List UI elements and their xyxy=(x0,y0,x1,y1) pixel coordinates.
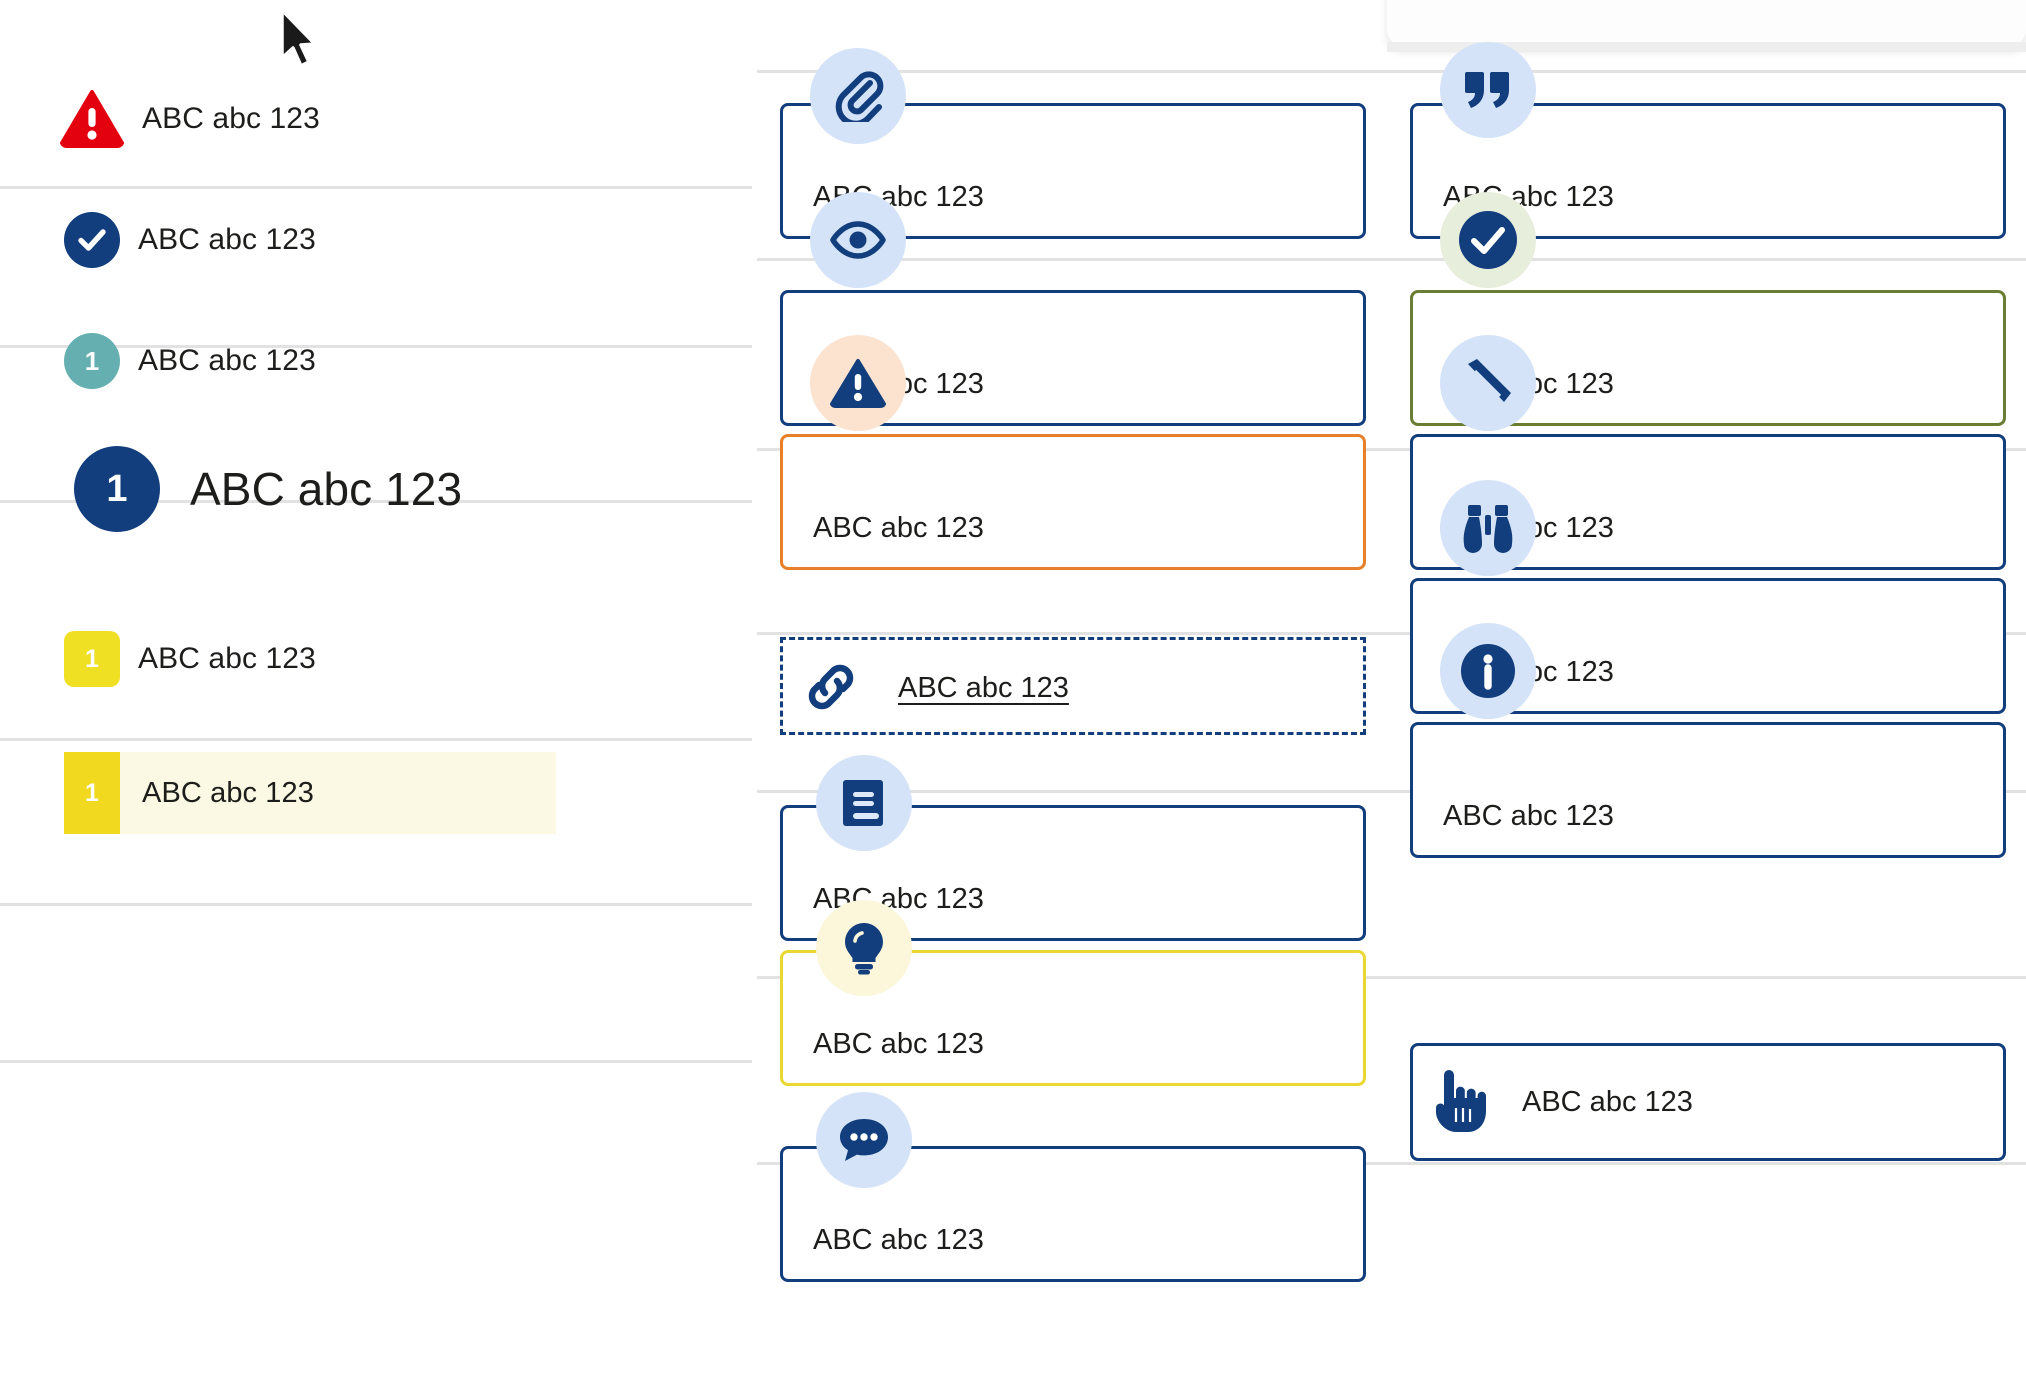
warning-triangle-icon xyxy=(60,90,124,148)
top-panel-strip xyxy=(1387,42,2026,52)
divider-left-4 xyxy=(0,738,752,741)
card-link[interactable] xyxy=(780,637,1366,735)
card-warning[interactable]: ABC abc 123 xyxy=(780,434,1366,570)
pointing-hand-icon xyxy=(1432,1068,1486,1139)
number-badge-icon: 1 xyxy=(64,333,120,389)
number-badge-text: 1 xyxy=(84,345,100,376)
list-item[interactable]: 1 ABC abc 123 xyxy=(0,618,755,700)
book-icon xyxy=(816,755,912,851)
card-info[interactable]: ABC abc 123 xyxy=(1410,722,2006,858)
number-badge-text: 1 xyxy=(106,467,128,510)
divider-left-2 xyxy=(0,345,752,348)
card-link-label[interactable]: ABC abc 123 xyxy=(898,672,1069,704)
number-badge-icon: 1 xyxy=(74,446,160,532)
divider-left-6 xyxy=(0,1060,752,1063)
divider-left-1 xyxy=(0,186,752,189)
list-item[interactable]: ABC abc 123 xyxy=(0,199,755,281)
divider-cards-7 xyxy=(757,1162,2026,1165)
divider-cards-6 xyxy=(757,976,2026,979)
list-item-featured[interactable]: 1 ABC abc 123 xyxy=(0,434,755,544)
number-badge-icon: 1 xyxy=(64,631,120,687)
divider-left-3 xyxy=(0,500,752,503)
eye-icon xyxy=(810,192,906,288)
list-item-label: ABC abc 123 xyxy=(138,223,316,256)
check-circle-icon xyxy=(64,212,120,268)
list-item-label: ABC abc 123 xyxy=(138,642,316,675)
number-badge-text: 1 xyxy=(85,778,99,807)
list-item-label: ABC abc 123 xyxy=(142,776,314,809)
divider-cards-3 xyxy=(757,448,2026,451)
divider-cards-5 xyxy=(757,790,2026,793)
card-action-label: ABC abc 123 xyxy=(1522,1086,1693,1118)
divider-left-5 xyxy=(0,903,752,906)
pencil-icon xyxy=(1440,335,1536,431)
divider-cards-4 xyxy=(757,632,2026,635)
card-tip[interactable]: ABC abc 123 xyxy=(780,950,1366,1086)
left-column: ABC abc 123 ABC abc 123 1 ABC abc 123 1 … xyxy=(0,0,760,1392)
binoculars-icon xyxy=(1440,480,1536,576)
list-item-selected[interactable]: 1 ABC abc 123 xyxy=(64,752,556,834)
list-item-label: ABC abc 123 xyxy=(142,102,320,135)
number-badge-text: 1 xyxy=(85,644,99,673)
number-badge-icon: 1 xyxy=(64,752,120,834)
warning-triangle-icon xyxy=(810,335,906,431)
divider-cards-1 xyxy=(757,70,2026,73)
card-label: ABC abc 123 xyxy=(1443,800,1614,832)
card-label: ABC abc 123 xyxy=(813,512,984,544)
card-label: ABC abc 123 xyxy=(813,1224,984,1256)
link-chain-icon xyxy=(804,660,858,719)
paperclip-icon xyxy=(810,48,906,144)
chat-bubble-icon xyxy=(816,1092,912,1188)
divider-cards-2 xyxy=(757,258,2026,261)
list-item[interactable]: 1 ABC abc 123 xyxy=(0,320,755,402)
top-panel-shape xyxy=(1387,0,2026,46)
list-item-label: ABC abc 123 xyxy=(190,463,463,515)
list-item[interactable]: ABC abc 123 xyxy=(0,78,755,160)
quote-marks-icon xyxy=(1440,42,1536,138)
card-action[interactable] xyxy=(1410,1043,2006,1161)
info-circle-icon xyxy=(1440,623,1536,719)
lightbulb-icon xyxy=(816,900,912,996)
list-item-label: ABC abc 123 xyxy=(138,344,316,377)
card-label: ABC abc 123 xyxy=(813,1028,984,1060)
check-circle-icon xyxy=(1440,192,1536,288)
